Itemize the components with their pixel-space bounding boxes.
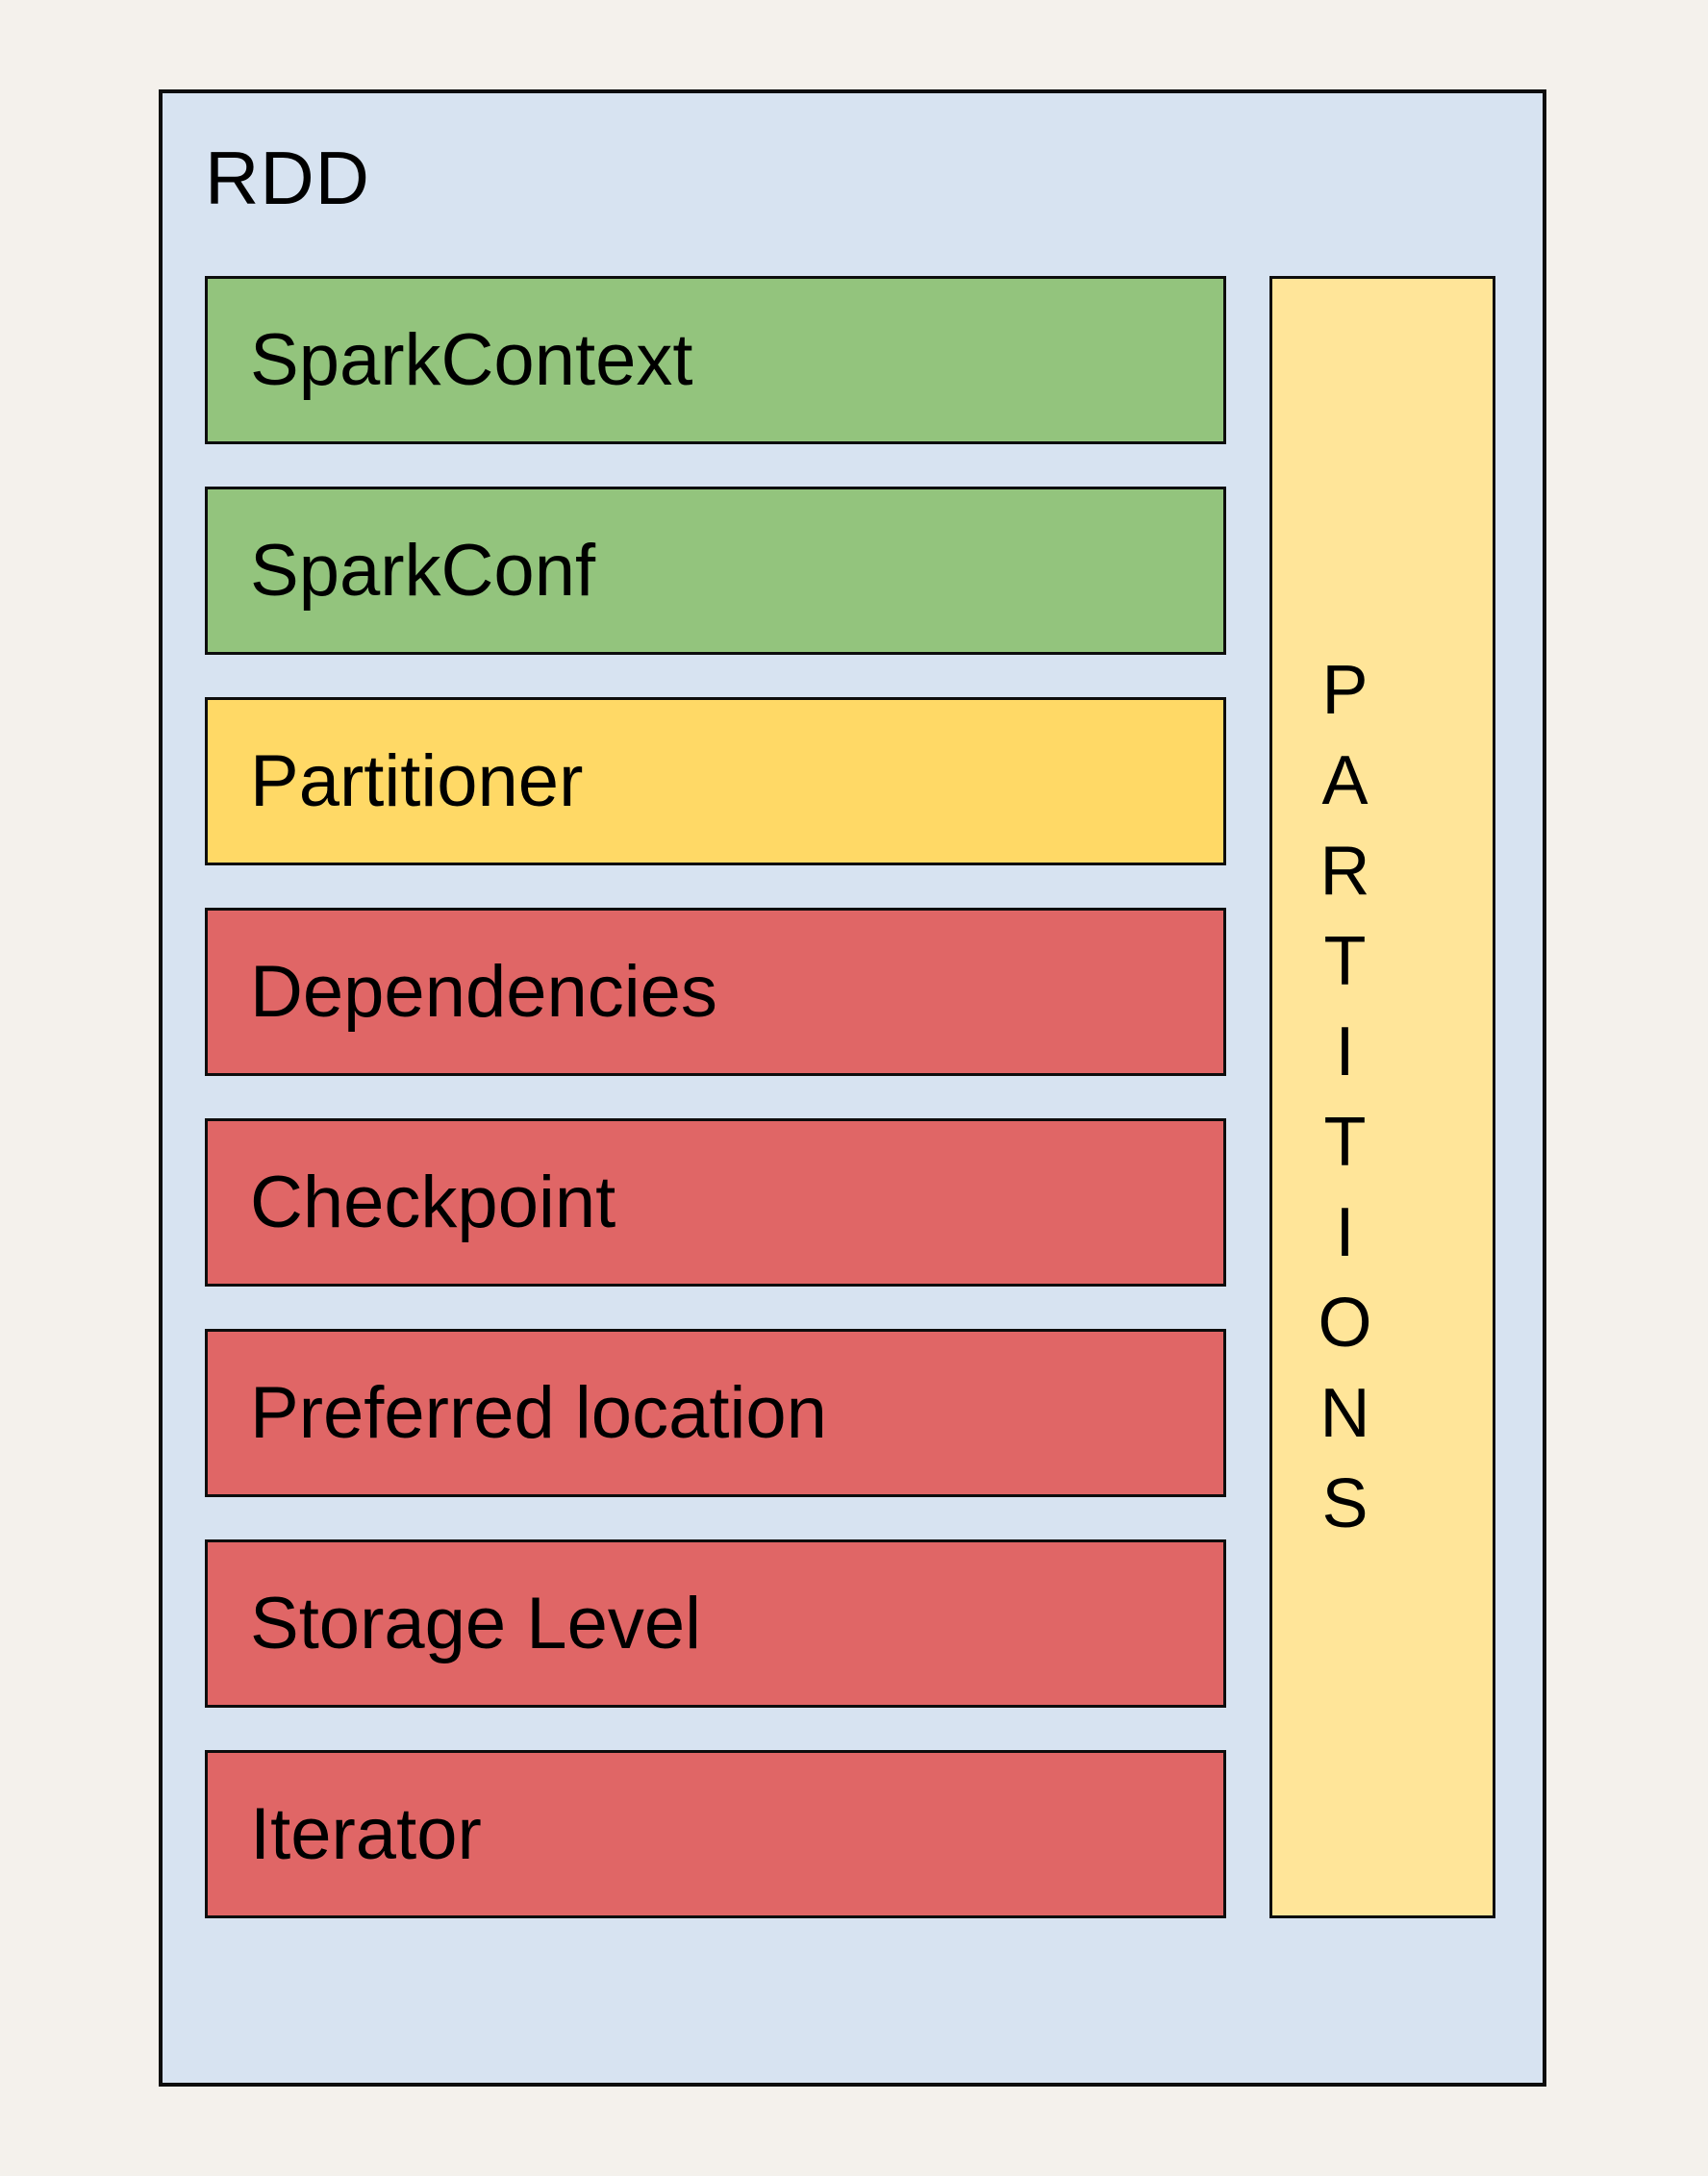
partitions-letter: T (1323, 923, 1367, 1000)
attribute-box-label: Checkpoint (250, 1162, 616, 1243)
partitions-letter: A (1321, 742, 1369, 819)
partitions-letter: R (1319, 833, 1370, 910)
partitions-letter: N (1319, 1375, 1370, 1452)
attribute-box-dependencies: Dependencies (205, 908, 1226, 1076)
attribute-box-label: Storage Level (250, 1583, 701, 1664)
attribute-box-label: Iterator (250, 1793, 482, 1875)
attribute-box-label: SparkConf (250, 530, 596, 612)
partitions-letter: T (1323, 1104, 1367, 1181)
attribute-box-sparkcontext: SparkContext (205, 276, 1226, 444)
attribute-box-partitioner: Partitioner (205, 697, 1226, 865)
attribute-box-checkpoint: Checkpoint (205, 1118, 1226, 1287)
attribute-box-label: Dependencies (250, 951, 717, 1033)
partitions-letter: I (1335, 1194, 1355, 1271)
attribute-box-label: Preferred location (250, 1372, 827, 1454)
diagram-title: RDD (205, 136, 370, 220)
attribute-box-iterator: Iterator (205, 1750, 1226, 1918)
attribute-box-label: SparkContext (250, 319, 693, 401)
attribute-box-storage-level: Storage Level (205, 1539, 1226, 1708)
attribute-box-label: Partitioner (250, 740, 584, 822)
partitions-letter: P (1321, 652, 1369, 729)
attribute-box-preferred-location: Preferred location (205, 1329, 1226, 1497)
partitions-letter: S (1321, 1465, 1369, 1542)
attribute-box-sparkconf: SparkConf (205, 487, 1226, 655)
partitions-letter: O (1318, 1285, 1372, 1362)
partitions-letter: I (1335, 1013, 1355, 1090)
